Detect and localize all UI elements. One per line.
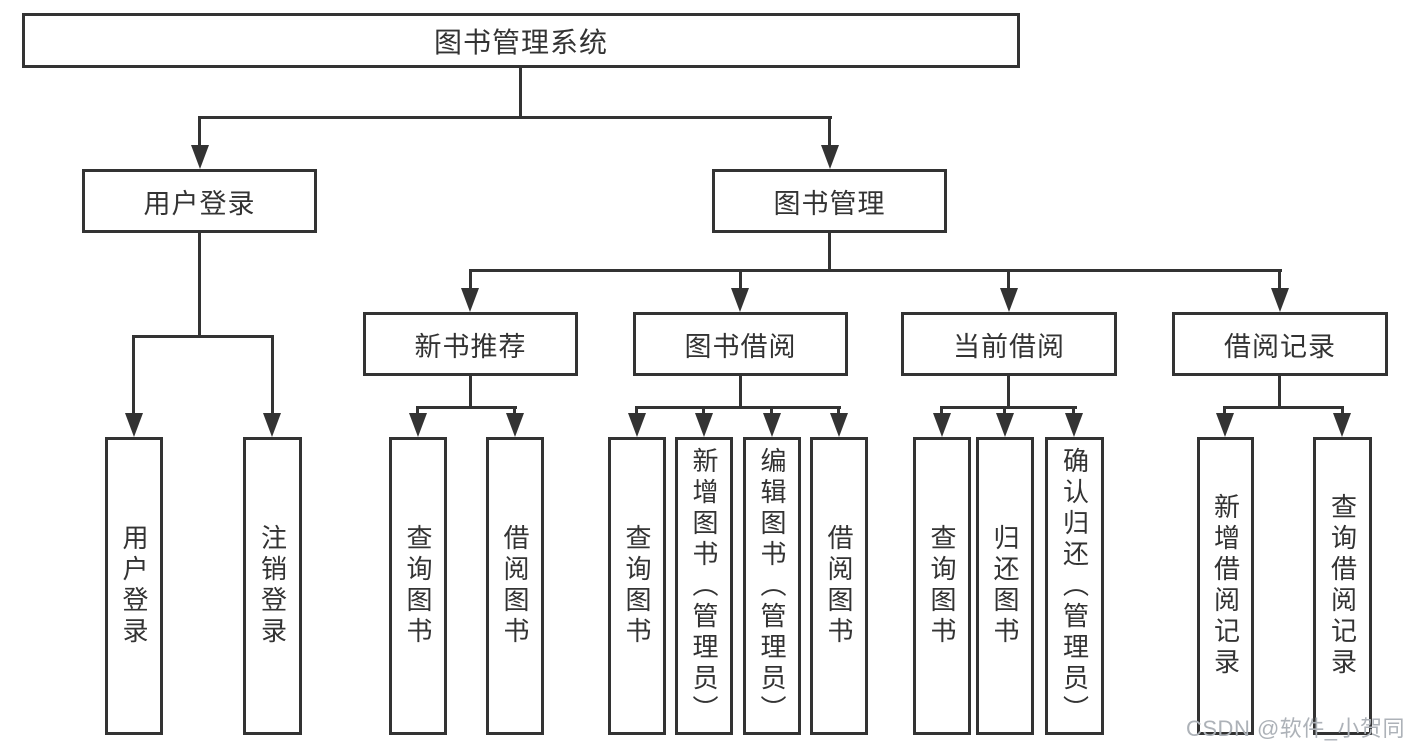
arrow-down-icon	[191, 145, 209, 169]
leaf-edit-book-admin: 编辑图书（管理员）	[743, 437, 801, 735]
node-label: 当前借阅	[953, 331, 1065, 362]
connector-line	[469, 269, 1282, 272]
leaf-return-books: 归还图书	[976, 437, 1034, 735]
connector-line	[271, 335, 274, 419]
node-label: 查询图书	[403, 524, 433, 648]
node-borrow-records: 借阅记录	[1172, 312, 1388, 376]
connector-line	[739, 374, 742, 408]
node-book-management: 图书管理	[712, 169, 947, 233]
connector-line	[1223, 406, 1344, 409]
arrow-down-icon	[125, 413, 143, 437]
node-label: 借阅图书	[824, 524, 854, 648]
connector-line	[1007, 269, 1010, 294]
node-label: 用户登录	[119, 524, 149, 648]
connector-line	[940, 406, 1077, 409]
arrow-down-icon	[731, 288, 749, 312]
connector-line	[416, 406, 517, 409]
node-new-book-recommend: 新书推荐	[363, 312, 578, 376]
leaf-borrow-books: 借阅图书	[810, 437, 868, 735]
arrow-down-icon	[1271, 288, 1289, 312]
arrow-down-icon	[1000, 288, 1018, 312]
arrow-down-icon	[763, 413, 781, 437]
node-label: 注销登录	[257, 524, 288, 648]
connector-line	[1278, 374, 1281, 408]
node-library-management-system: 图书管理系统	[22, 13, 1020, 68]
leaf-confirm-return-admin: 确认归还（管理员）	[1045, 437, 1104, 735]
node-label: 借阅图书	[500, 524, 530, 648]
node-label: 查询图书	[927, 524, 957, 648]
arrow-down-icon	[695, 413, 713, 437]
node-label: 归还图书	[990, 524, 1020, 648]
node-label: 编辑图书（管理员）	[757, 446, 787, 726]
node-label: 新书推荐	[414, 331, 527, 362]
leaf-query-books-borrow: 查询图书	[608, 437, 666, 735]
node-label: 图书管理	[773, 188, 886, 219]
connector-line	[1278, 269, 1281, 294]
arrow-down-icon	[1216, 413, 1234, 437]
connector-line	[828, 231, 831, 271]
node-book-borrow: 图书借阅	[633, 312, 848, 376]
connector-line	[1007, 374, 1010, 408]
connector-line	[132, 335, 274, 338]
leaf-query-books-current: 查询图书	[913, 437, 971, 735]
connector-line	[519, 66, 522, 118]
node-label: 用户登录	[143, 188, 256, 219]
leaf-logout: 注销登录	[243, 437, 302, 735]
arrow-down-icon	[461, 288, 479, 312]
watermark: CSDN @软件_小贺同学	[1186, 716, 1405, 741]
connector-line	[198, 231, 201, 337]
arrow-down-icon	[628, 413, 646, 437]
arrow-down-icon	[1065, 413, 1083, 437]
leaf-add-borrow-record: 新增借阅记录	[1197, 437, 1254, 735]
connector-line	[198, 116, 201, 149]
node-label: 新增借阅记录	[1210, 493, 1241, 679]
connector-line	[635, 406, 841, 409]
node-label: 图书借阅	[684, 331, 797, 362]
connector-line	[132, 335, 135, 419]
leaf-query-borrow-record: 查询借阅记录	[1313, 437, 1372, 735]
arrow-down-icon	[821, 145, 839, 169]
arrow-down-icon	[933, 413, 951, 437]
node-current-borrow: 当前借阅	[901, 312, 1117, 376]
node-label: 查询图书	[622, 524, 652, 648]
leaf-borrow-books-recommend: 借阅图书	[486, 437, 544, 735]
connector-line	[469, 374, 472, 408]
node-label: 新增图书（管理员）	[689, 446, 719, 726]
connector-line	[828, 116, 831, 149]
connector-line	[739, 269, 742, 294]
node-label: 借阅记录	[1224, 331, 1336, 362]
arrow-down-icon	[996, 413, 1014, 437]
arrow-down-icon	[1333, 413, 1351, 437]
node-label: 图书管理系统	[433, 26, 608, 58]
node-user-login: 用户登录	[82, 169, 317, 233]
arrow-down-icon	[830, 413, 848, 437]
connector-line	[198, 116, 832, 119]
arrow-down-icon	[263, 413, 281, 437]
leaf-add-book-admin: 新增图书（管理员）	[675, 437, 733, 735]
connector-line	[469, 269, 472, 294]
node-label: 查询借阅记录	[1327, 493, 1358, 679]
leaf-user-login: 用户登录	[105, 437, 163, 735]
node-label: 确认归还（管理员）	[1059, 446, 1090, 726]
arrow-down-icon	[409, 413, 427, 437]
arrow-down-icon	[506, 413, 524, 437]
leaf-query-books-recommend: 查询图书	[389, 437, 447, 735]
